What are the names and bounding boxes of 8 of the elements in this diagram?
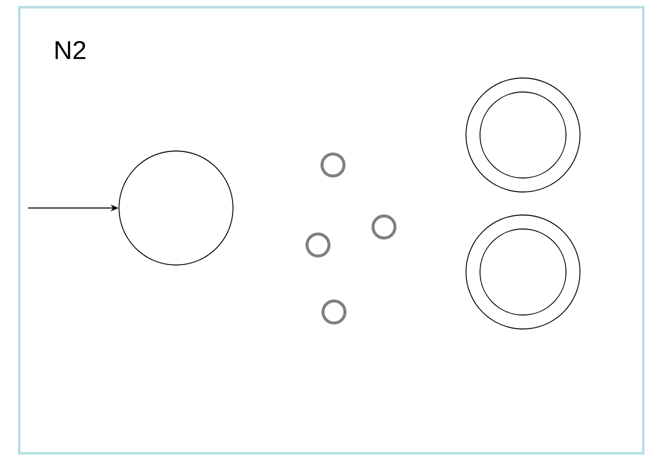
- state-frame: N2: [18, 6, 644, 454]
- state-circle: [372, 214, 396, 240]
- state-circle: [118, 150, 234, 266]
- final-state-circle: [466, 78, 580, 192]
- state-circle: [320, 152, 346, 178]
- state-circle: [322, 300, 346, 324]
- state-circle: [306, 232, 330, 258]
- final-state-circle: [466, 214, 580, 330]
